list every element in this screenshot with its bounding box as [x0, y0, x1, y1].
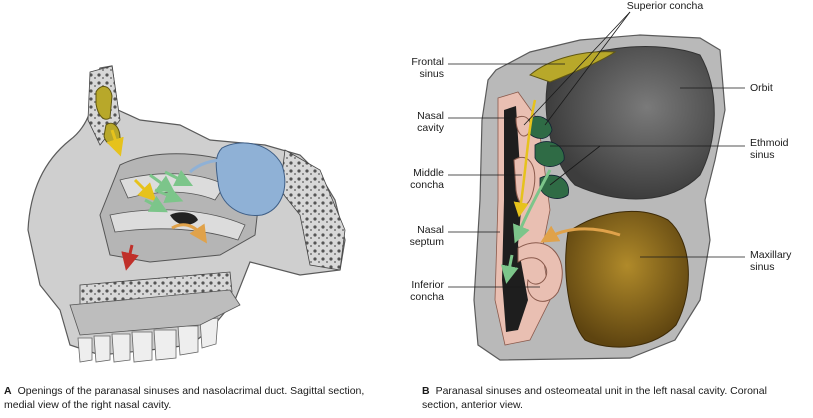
leader-lines	[448, 11, 745, 288]
blue-arrow-sphenoid	[189, 158, 226, 174]
ethmoid-sinus-upper	[527, 116, 553, 139]
label-nasal-cavity: Nasal cavity	[417, 110, 444, 134]
orange-arrow-maxillary	[540, 225, 621, 243]
spongy-bone-palate	[79, 271, 233, 306]
yellow-arrow-middle	[133, 178, 157, 202]
superior-concha	[515, 116, 531, 137]
coronal-section-illustration	[448, 11, 745, 361]
label-maxillary-sinus: Maxillary sinus	[750, 249, 792, 273]
caption-a-text: Openings of the paranasal sinuses and na…	[4, 385, 365, 411]
leader-superior-concha-2	[544, 11, 631, 126]
green-arrow-1	[149, 173, 176, 194]
green-arrow-lower	[500, 254, 519, 284]
panel-b: Superior concha Frontal sinus Nasal cavi…	[400, 0, 813, 418]
ostium-dark	[170, 212, 198, 225]
upper-teeth	[77, 317, 219, 363]
orange-arrow	[171, 223, 207, 244]
caption-b-letter: B	[422, 385, 430, 397]
ethmoid-sinus-lower	[539, 174, 569, 199]
maxillary-sinus	[565, 210, 689, 348]
caption-a-letter: A	[4, 385, 12, 397]
label-orbit: Orbit	[750, 82, 773, 94]
frontal-sinus	[529, 51, 617, 83]
label-nasal-septum: Nasal septum	[409, 224, 444, 248]
green-arrow-4	[144, 195, 168, 213]
sagittal-section-illustration	[27, 65, 346, 363]
ethmoid-sinus-middle	[534, 141, 565, 167]
label-ethmoid-sinus: Ethmoid sinus	[750, 137, 789, 161]
green-arrow-2	[164, 169, 194, 187]
label-frontal-sinus: Frontal sinus	[411, 56, 444, 80]
green-arrow-ethmoid	[512, 169, 552, 244]
leader-ethmoid-sinus-2	[549, 145, 601, 186]
label-superior-concha: Superior concha	[626, 0, 704, 12]
label-middle-concha: Middle concha	[410, 167, 444, 191]
label-inferior-concha: Inferior concha	[410, 279, 444, 303]
frontal-sinus	[95, 86, 113, 120]
yellow-arrow-frontal	[106, 129, 124, 157]
leader-superior-concha	[523, 11, 631, 126]
red-arrow-nasolacrimal	[121, 244, 139, 271]
caption-b-text: Paranasal sinuses and osteomeatal unit i…	[422, 385, 767, 411]
yellow-arrow-frontal	[513, 99, 537, 218]
sphenoid-sinus	[215, 142, 286, 216]
hard-palate	[69, 289, 241, 336]
green-arrow-3	[154, 186, 184, 204]
